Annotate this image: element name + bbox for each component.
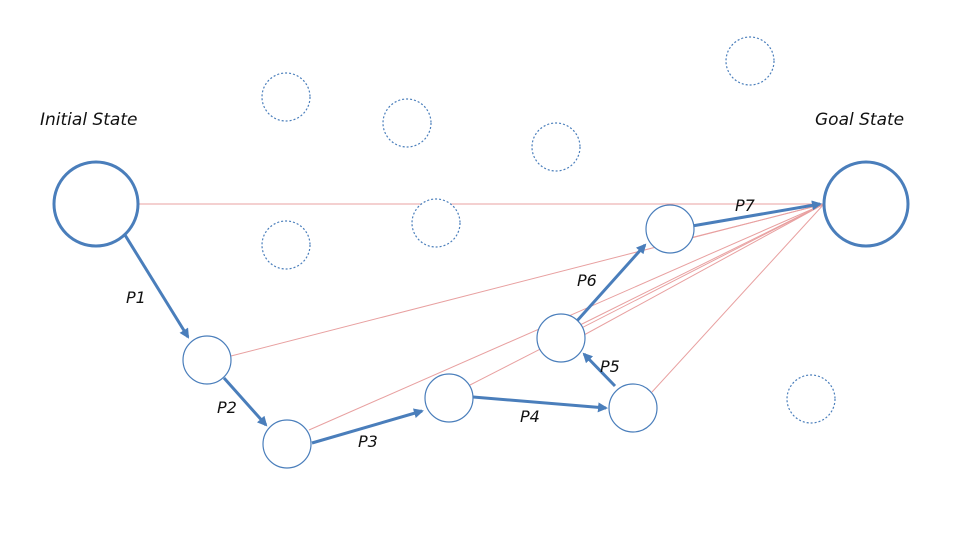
unexplored-node <box>411 198 461 248</box>
path-node-6 <box>645 204 695 254</box>
path-label-p5: P5 <box>600 357 620 376</box>
path-arrow-p3 <box>311 408 424 445</box>
search-path <box>123 200 822 445</box>
path-arrow-p7 <box>691 200 822 228</box>
path-node-3 <box>424 373 474 423</box>
initial-state-label: Initial State <box>40 110 137 130</box>
path-node-1 <box>182 335 232 385</box>
path-node-2 <box>262 419 312 469</box>
path-label-p6: P6 <box>577 271 597 290</box>
heuristic-line-n6 <box>689 203 825 239</box>
path-arrow-p4 <box>472 395 608 413</box>
path-label-p3: P3 <box>358 432 378 451</box>
heuristic-line-n4a <box>579 203 825 326</box>
path-arrow-p1 <box>123 234 190 339</box>
path-node-5 <box>536 313 586 363</box>
goal-state-node <box>822 160 910 248</box>
unexplored-node <box>725 36 775 86</box>
unexplored-node <box>261 72 311 122</box>
path-label-p1: P1 <box>126 288 146 307</box>
unexplored-node <box>786 374 836 424</box>
path-arrow-p5 <box>582 352 617 388</box>
goal-state-label: Goal State <box>815 110 904 130</box>
path-node-4 <box>608 383 658 433</box>
path-label-p4: P4 <box>520 407 540 426</box>
path-label-p2: P2 <box>217 398 237 417</box>
unexplored-node <box>531 122 581 172</box>
unexplored-node <box>261 220 311 270</box>
heuristic-line-n4b <box>583 203 825 336</box>
heuristic-line-n3 <box>469 203 825 386</box>
unexplored-states <box>261 36 836 424</box>
heuristic-line-n5 <box>651 203 825 393</box>
path-arrow-p2 <box>222 377 268 427</box>
unexplored-node <box>382 98 432 148</box>
path-label-p7: P7 <box>735 196 756 215</box>
path-arrow-p6 <box>574 243 647 324</box>
initial-state-node <box>52 160 140 248</box>
path-states <box>182 204 695 469</box>
